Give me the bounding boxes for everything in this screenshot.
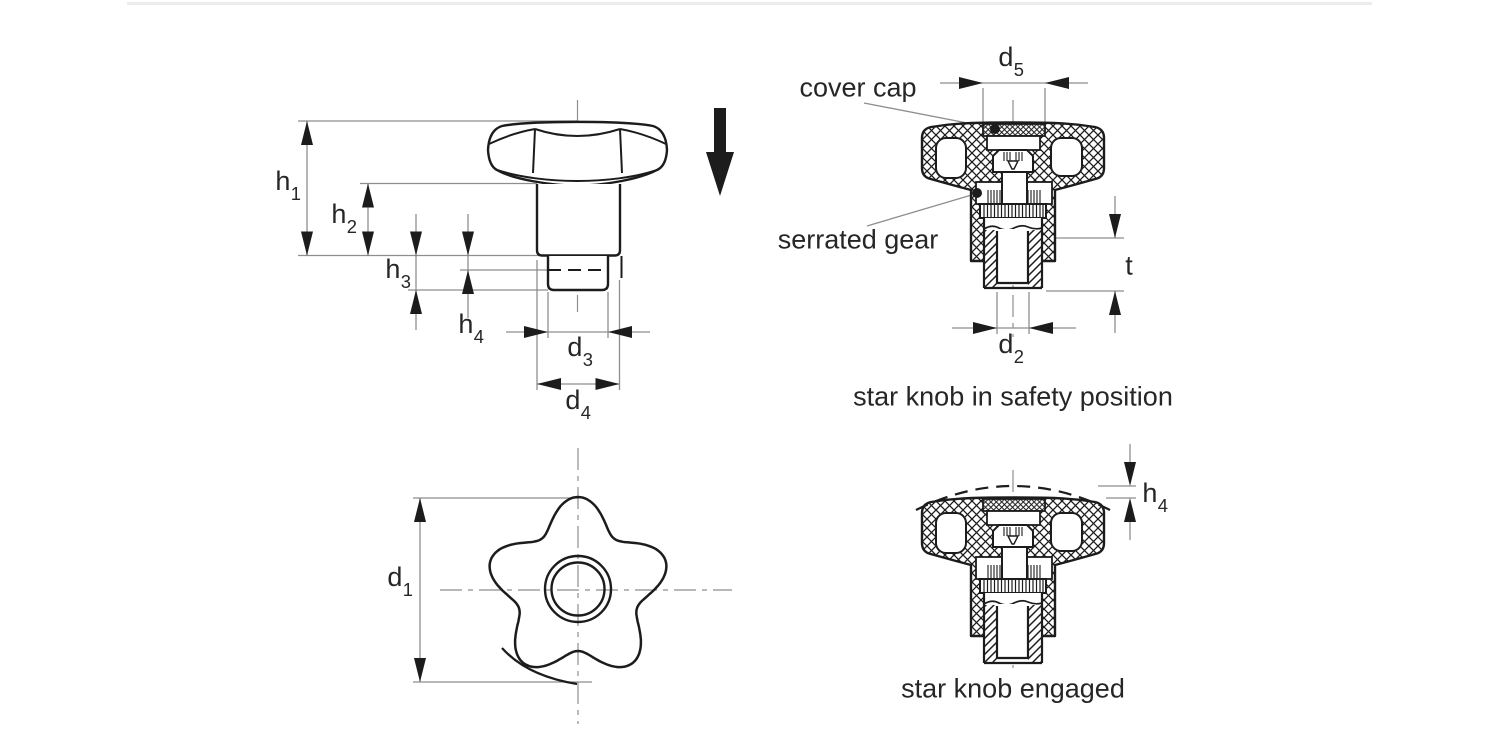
dim-label-d4: d4 [565,385,591,423]
dim-label-d2: d2 [998,329,1024,367]
dimension-arrows [959,77,1121,334]
caption-engaged: star knob engaged [901,673,1125,704]
dim-label-h4: h4 [458,309,484,347]
dim-label-d5: d5 [998,42,1024,80]
hex-knob-geometry [486,120,669,292]
cover-cap-leader-dot [990,124,1000,134]
lobe-parting-curve [501,647,578,686]
dim-label-h2: h2 [331,199,357,237]
hex-head-facets [488,128,667,183]
dim-label-d3: d3 [567,332,593,370]
callout-serrated-gear: serrated gear [777,224,939,255]
section-view-safety [863,77,1124,337]
dimension-arrows [414,498,426,682]
top-view [413,448,732,724]
press-down-arrow-icon [706,108,734,196]
hex-head [486,120,669,187]
dim-label-d1: d1 [387,562,413,600]
locating-pin [546,256,610,292]
star-knob-outline [488,495,668,669]
dim-label-h4-engaged: h4 [1142,478,1168,516]
dimension-lines [1098,444,1136,540]
serrated-gear-leader-dot [972,188,982,198]
dim-label-t: t [1125,250,1133,281]
dimension-arrows [1124,462,1136,522]
dim-label-h1: h1 [275,166,301,204]
section-view-engaged [915,444,1136,668]
dimension-arrows [301,121,632,390]
side-view [298,100,734,390]
center-boss-outer-circle [543,554,613,624]
callout-cover-cap: cover cap [799,72,917,103]
knob-shaft [535,184,622,257]
dim-label-h3: h3 [385,254,411,292]
center-boss-inner-circle [550,561,606,617]
caption-safety-position: star knob in safety position [853,381,1173,412]
previous-position-dashed-outline [915,485,1111,511]
